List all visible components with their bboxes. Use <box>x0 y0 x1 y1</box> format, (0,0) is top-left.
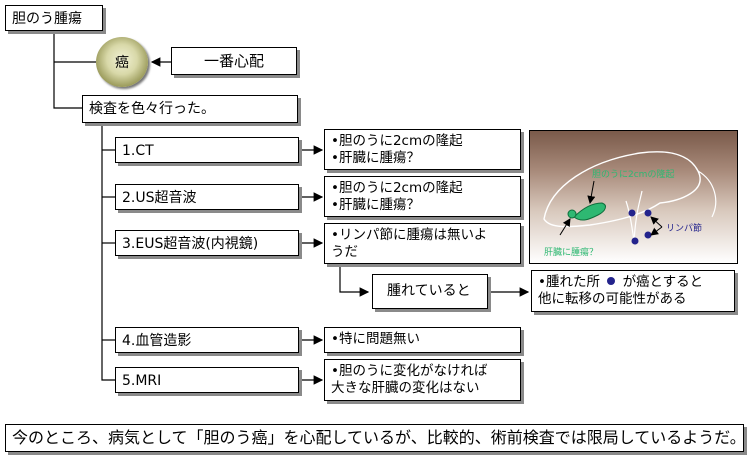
exam-item-ct: 1.CT <box>115 137 299 163</box>
finding-line: •肝臓に腫瘍？ <box>331 150 420 166</box>
lymph-dot-icon <box>607 277 616 285</box>
anatomy-svg: 胆のうに2cmの隆起 肝臓に腫瘍？ リンパ節 <box>543 151 717 258</box>
finding-line: •胆のうに2cmの隆起 <box>331 133 463 149</box>
result-line: が癌とすると <box>622 274 704 290</box>
liver-label: 肝臓に腫瘍？ <box>544 246 598 258</box>
lymph-node-dot <box>628 209 636 217</box>
exam-name: 5.MRI <box>122 373 162 389</box>
worry-label: 一番心配 <box>203 52 264 70</box>
liver-outline <box>543 151 701 228</box>
exam-item-angiography: 4.血管造影 <box>115 327 299 353</box>
summary-footer: 今のところ、病気として「胆のう癌」を心配しているが、比較的、術前検査では限局して… <box>5 424 746 452</box>
title-text: 胆のう腫瘍 <box>12 11 82 27</box>
finding-ct: •胆のうに2cmの隆起 •肝臓に腫瘍？ <box>324 129 521 170</box>
result-line: 他に転移の可能性がある <box>538 291 687 307</box>
gallbladder-label: 胆のうに2cmの隆起 <box>592 168 674 180</box>
exam-header-label: 検査を色々行った。 <box>89 101 215 117</box>
finding-angiography: •特に問題無い <box>324 327 521 353</box>
finding-line: うだ <box>331 244 358 260</box>
exam-item-us: 2.US超音波 <box>115 184 299 210</box>
cancer-node: 癌 <box>96 37 148 87</box>
exam-header-box: 検査を色々行った。 <box>82 95 298 123</box>
swollen-label: 腫れていると <box>387 283 471 299</box>
title-box: 胆のう腫瘍 <box>5 5 103 31</box>
finding-line: •特に問題無い <box>331 331 420 347</box>
finding-mri: •胆のうに変化がなければ 大きな肝臓の変化はない <box>324 359 521 401</box>
exam-name: 3.EUS超音波(内視鏡) <box>122 236 259 252</box>
exam-item-mri: 5.MRI <box>115 367 299 393</box>
exam-name: 2.US超音波 <box>122 190 197 206</box>
lymph-label: リンパ節 <box>666 222 702 234</box>
exam-item-eus: 3.EUS超音波(内視鏡) <box>115 230 299 256</box>
exam-name: 4.血管造影 <box>122 333 192 349</box>
swollen-result-box: •腫れた所 が癌とすると 他に転移の可能性がある <box>531 270 735 312</box>
summary-text: 今のところ、病気として「胆のう癌」を心配しているが、比較的、術前検査では限局して… <box>12 428 746 447</box>
finding-us: •胆のうに2cmの隆起 •肝臓に腫瘍？ <box>324 176 521 217</box>
finding-line: 大きな肝臓の変化はない <box>331 380 480 396</box>
gallbladder-shape <box>573 202 606 221</box>
worry-box: 一番心配 <box>171 47 297 75</box>
finding-line: •胆のうに変化がなければ <box>331 363 488 379</box>
finding-line: •胆のうに2cmの隆起 <box>331 180 463 196</box>
result-line: •腫れた所 <box>538 274 600 290</box>
finding-eus: •リンパ節に腫瘍は無いよ うだ <box>324 223 521 264</box>
lymph-node-dot <box>644 209 652 217</box>
exam-name: 1.CT <box>122 143 154 159</box>
lymph-node-dot <box>631 237 639 245</box>
lymph-node-dot <box>644 231 652 239</box>
cancer-label: 癌 <box>115 55 129 71</box>
gallbladder-dot <box>567 209 577 219</box>
anatomy-diagram: 胆のうに2cmの隆起 肝臓に腫瘍？ リンパ節 <box>529 130 738 264</box>
swollen-box: 腫れていると <box>372 274 488 309</box>
finding-line: •肝臓に腫瘍？ <box>331 197 420 213</box>
finding-line: •リンパ節に腫瘍は無いよ <box>331 227 488 243</box>
